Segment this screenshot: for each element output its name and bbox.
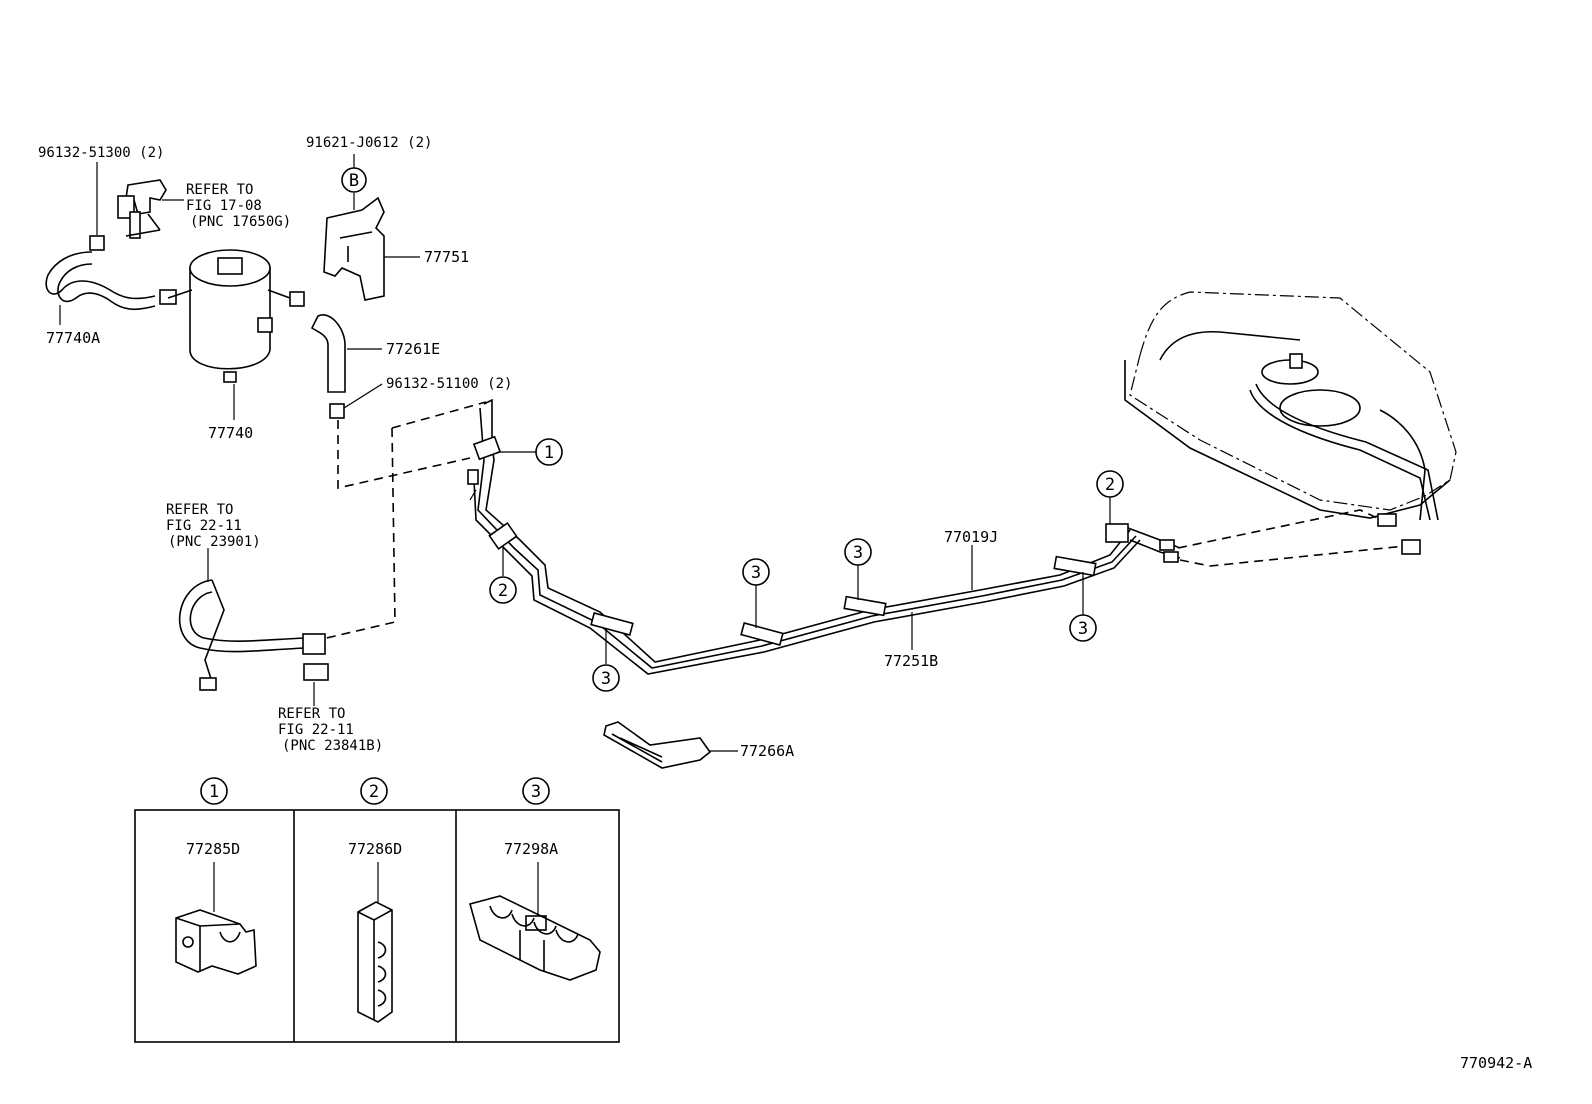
callout-3-b: 3 (742, 558, 770, 628)
dashed-to-tank-2 (1179, 545, 1406, 567)
callout-2-left: 2 (489, 546, 517, 604)
svg-text:3: 3 (853, 543, 863, 563)
label-filler-refer-1: REFER TO (166, 502, 233, 518)
protector-77266a (603, 721, 712, 769)
clamp-23841b (303, 663, 329, 681)
label-filler-refer-2: FIG 22-11 (166, 518, 242, 534)
clip-77285d (175, 862, 257, 975)
label-hose-clip-lower: 96132-51100 (2) (386, 376, 512, 392)
legend-table (134, 809, 620, 1043)
callout-3-d: 3 (1069, 572, 1097, 642)
dashed-to-tank-1 (1177, 509, 1387, 549)
callout-2-right: 2 (1096, 470, 1124, 524)
canister-77740 (167, 249, 291, 383)
clamp-2-on-tube-left (488, 522, 518, 550)
filler-hose (178, 579, 326, 691)
clamp-2-on-tube-right (1105, 523, 1129, 543)
clamp-3-on-tube-d (1053, 555, 1097, 577)
label-hose-left: 77740A (46, 329, 100, 347)
svg-text:3: 3 (1078, 619, 1088, 639)
hose-77740a (45, 251, 156, 311)
hose-clip-left (159, 289, 177, 305)
svg-text:1: 1 (544, 443, 554, 463)
svg-text:3: 3 (531, 782, 541, 802)
label-protector: 77266A (740, 742, 794, 760)
label-valve-refer-1: REFER TO (186, 182, 253, 198)
clamp-3-on-tube-c (843, 595, 887, 617)
label-callout-b: B (349, 171, 359, 191)
vsv-valve (117, 179, 167, 239)
legend-part-2: 77286D (348, 840, 402, 858)
legend-header-3: 3 (522, 777, 550, 805)
label-valve-refer-2: FIG 17-08 (186, 198, 262, 214)
label-clamp-refer-3: (PNC 23841B) (282, 738, 383, 754)
label-filler-refer-3: (PNC 23901) (168, 534, 261, 550)
label-hose-clip-upper: 96132-51300 (2) (38, 145, 164, 161)
clamp-1-on-tube (472, 435, 502, 461)
dashed-connection-2 (391, 401, 487, 429)
label-bracket-bolt: 91621-J0612 (2) (306, 135, 432, 151)
callout-3-a: 3 (592, 630, 620, 692)
svg-text:2: 2 (1105, 475, 1115, 495)
fuel-tank (1124, 291, 1457, 555)
hose-77261e (310, 314, 346, 393)
legend-part-3: 77298A (504, 840, 558, 858)
legend-header-1: 1 (200, 777, 228, 805)
leader-hose-clip-lower (343, 383, 383, 409)
legend-part-1: 77285D (186, 840, 240, 858)
dashed-connection-1 (337, 420, 471, 490)
label-bracket: 77751 (424, 248, 469, 266)
clip-77286d (357, 862, 393, 1023)
legend-header-2: 2 (360, 777, 388, 805)
label-tube-main: 77019J (944, 528, 998, 546)
bracket-77751 (323, 196, 385, 301)
tube-end-lower (469, 489, 477, 501)
label-clamp-refer-1: REFER TO (278, 706, 345, 722)
hose-clip-lower (329, 403, 345, 419)
label-clamp-refer-2: FIG 22-11 (278, 722, 354, 738)
hose-clip-right (289, 291, 305, 307)
fuel-tube-main (467, 398, 1141, 675)
svg-text:3: 3 (601, 669, 611, 689)
label-tube-sub: 77251B (884, 652, 938, 670)
label-canister: 77740 (208, 424, 253, 442)
dashed-connection-3 (317, 427, 396, 641)
connector-right-2 (1163, 551, 1179, 563)
label-hose-right: 77261E (386, 340, 440, 358)
clamp-3-on-tube-a (590, 612, 634, 636)
callout-3-c: 3 (844, 538, 872, 600)
figure-code: 770942-A (1460, 1054, 1532, 1072)
label-valve-refer-3: (PNC 17650G) (190, 214, 291, 230)
svg-text:1: 1 (209, 782, 219, 802)
callout-1-main: 1 (498, 438, 563, 466)
hose-clip-upper (89, 235, 105, 251)
clamp-3-on-tube-b (740, 622, 784, 646)
svg-text:2: 2 (498, 581, 508, 601)
svg-text:2: 2 (369, 782, 379, 802)
connector-right-1 (1159, 539, 1175, 551)
clip-77298a (469, 862, 601, 981)
svg-text:3: 3 (751, 563, 761, 583)
